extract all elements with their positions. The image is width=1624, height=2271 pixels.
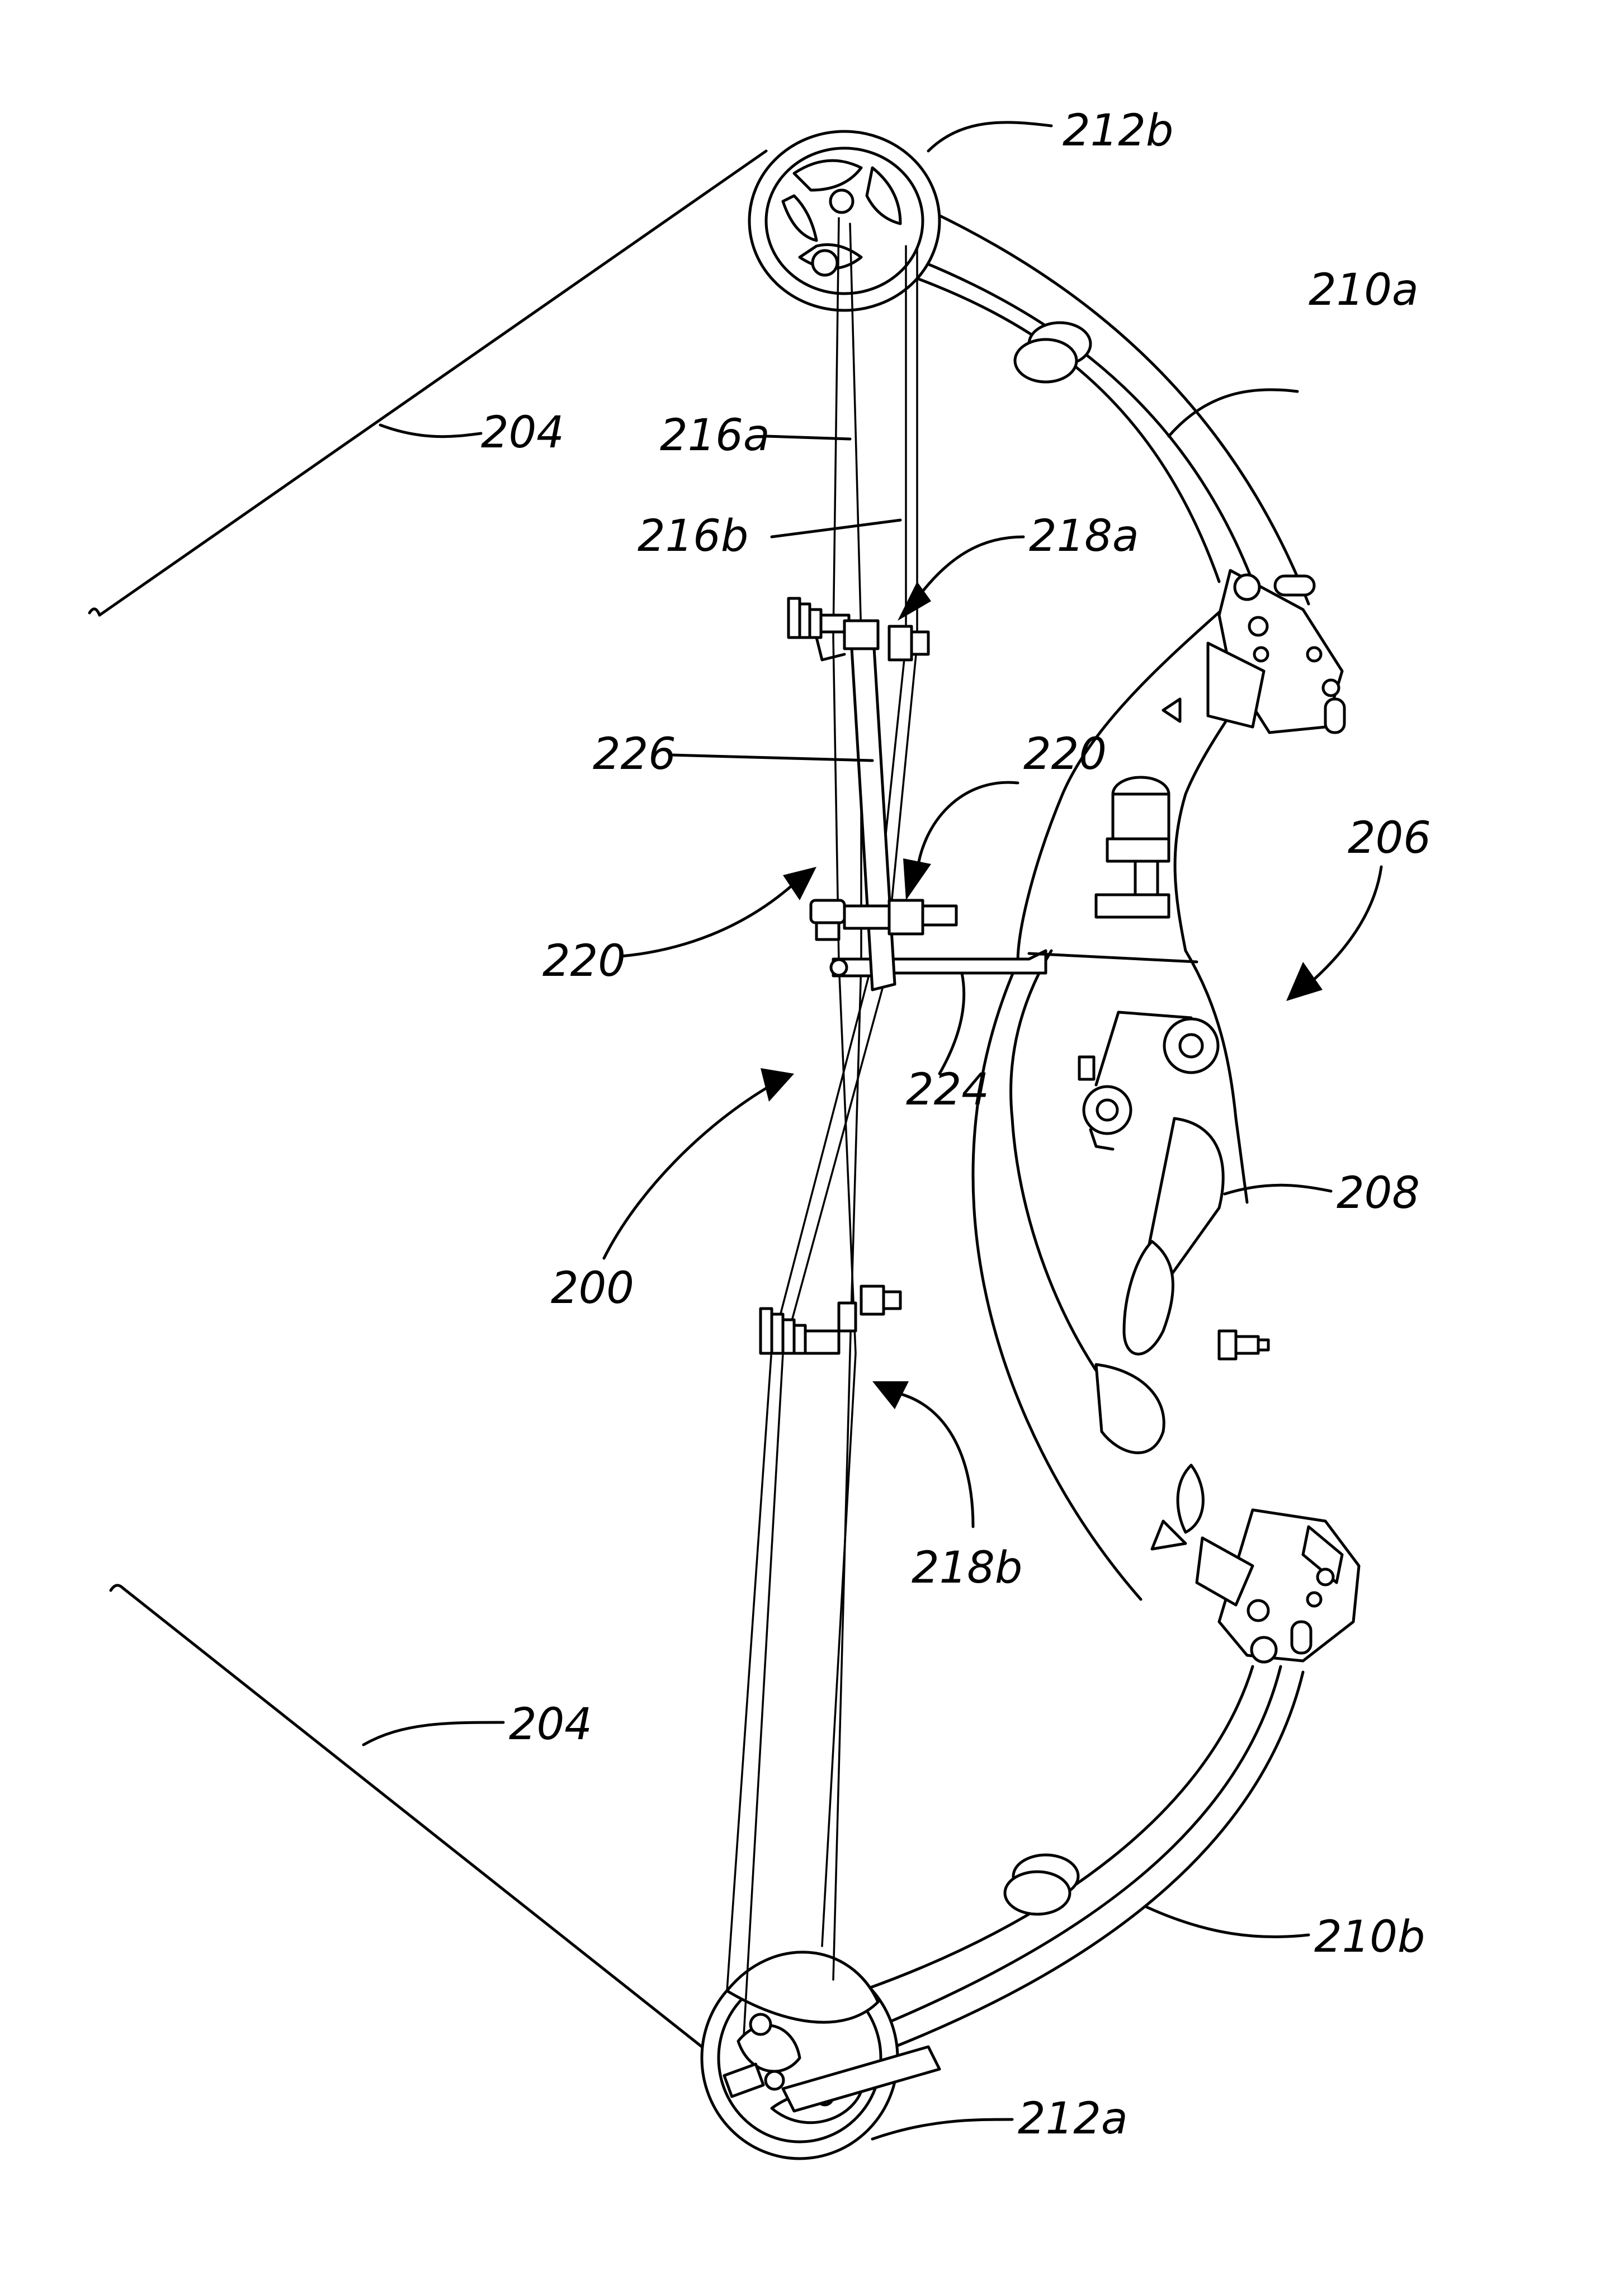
label-204-bottom: 204 [509,1699,592,1750]
roller-assembly-218a [787,597,930,662]
reference-labels: 212b 210a 204 216a 216b 218a 226 220 206… [481,106,1431,2144]
bowstring-204 [88,149,768,2048]
leader-lines [362,121,1383,2141]
riser-206 [971,569,1361,1664]
label-216a: 216a [660,410,770,461]
label-208: 208 [1337,1168,1420,1219]
label-226: 226 [593,729,676,780]
label-210a: 210a [1309,265,1419,315]
label-200: 200 [551,1263,634,1314]
label-218a: 218a [1029,511,1139,561]
label-224: 224 [906,1065,989,1115]
cables-216 [726,217,918,2037]
roller-assembly-218b [759,1285,902,1355]
label-210b: 210b [1314,1912,1425,1962]
label-206: 206 [1348,813,1431,863]
label-220-left: 220 [542,936,626,986]
label-204-top: 204 [481,408,564,458]
label-212a: 212a [1018,2094,1128,2144]
lower-cam-212a [700,1951,941,2160]
label-216b: 216b [638,511,748,561]
roller-assembly-220 [809,899,958,941]
upper-cam-212b [748,130,941,312]
label-218b: 218b [912,1543,1022,1593]
label-220-right: 220 [1023,729,1107,780]
label-212b: 212b [1063,106,1173,156]
lower-limb-210b [860,1665,1305,2048]
